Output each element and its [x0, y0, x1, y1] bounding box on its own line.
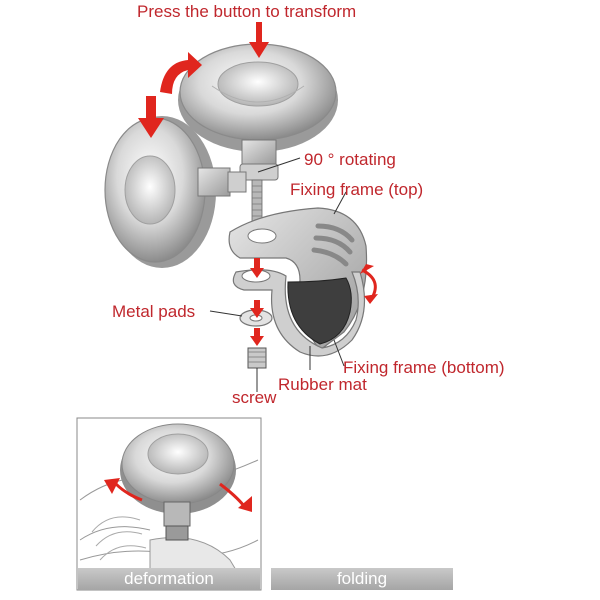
- knob-top-icon: [178, 43, 338, 152]
- label-rubber-mat: Rubber mat: [278, 375, 367, 394]
- label-frame-top: Fixing frame (top): [290, 180, 424, 199]
- label-rotating: 90 ° rotating: [304, 150, 396, 169]
- leader-lines: [209, 191, 347, 370]
- screw-icon: [247, 347, 267, 392]
- clamp-frame-icon: [228, 207, 368, 357]
- panel-knob-icon: [120, 423, 236, 541]
- red-arrow-icon: [138, 22, 269, 346]
- label-frame-bottom: Fixing frame (bottom): [343, 358, 505, 377]
- rotate-arrow-icon: [360, 264, 378, 304]
- panel-deformation: [76, 417, 262, 591]
- caption-folding: folding: [271, 568, 453, 590]
- knob-side-icon: [104, 116, 247, 268]
- label-press-button: Press the button to transform: [137, 2, 357, 21]
- metal-pad-icon: [239, 309, 273, 327]
- label-screw: screw: [232, 388, 277, 407]
- label-metal-pads: Metal pads: [112, 302, 196, 321]
- caption-deformation: deformation: [78, 568, 260, 590]
- knob-stem-icon: [239, 139, 301, 181]
